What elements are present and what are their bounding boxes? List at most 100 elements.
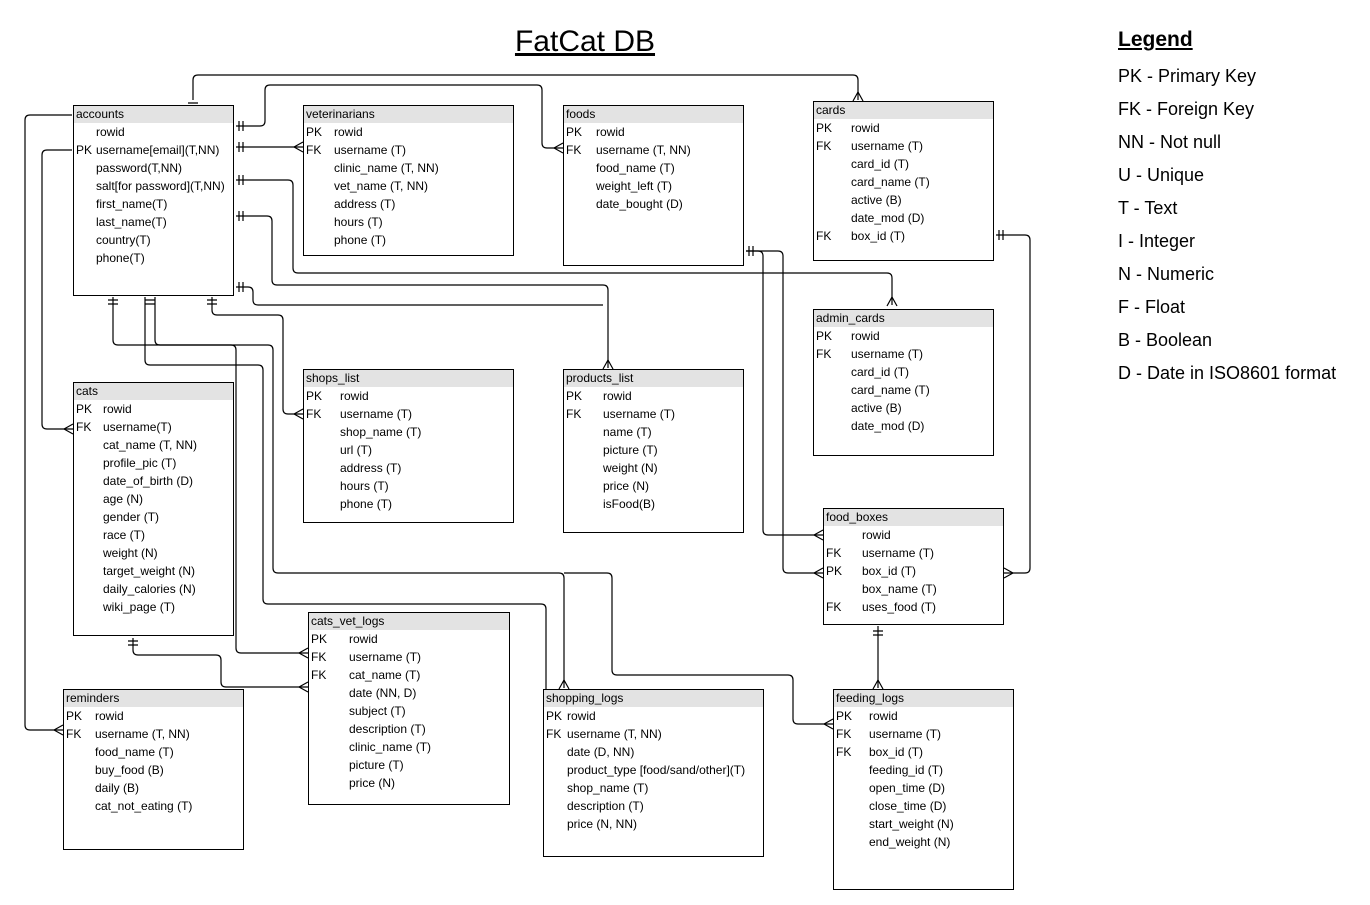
field-name: username (T) (851, 347, 924, 361)
field-name: rowid (862, 528, 891, 542)
key-marker: PK (546, 709, 563, 723)
field-name: box_id (T) (869, 745, 924, 759)
table-row: subject (T) (309, 702, 509, 720)
table-row: clinic_name (T) (309, 738, 509, 756)
legend-item: FK - Foreign Key (1118, 99, 1255, 119)
relationship-line (192, 74, 859, 100)
field-name: price (N) (349, 776, 396, 790)
field-name: clinic_name (T, NN) (334, 161, 439, 175)
key-marker: FK (306, 143, 322, 157)
many-cardinality-marker (872, 679, 884, 690)
field-name: last_name(T) (96, 215, 167, 229)
table-name: feeding_logs (834, 690, 1013, 707)
field-name: daily_calories (N) (103, 582, 196, 596)
field-name: open_time (D) (869, 781, 946, 795)
field-name: cat_not_eating (T) (95, 799, 193, 813)
table-row: buy_food (B) (64, 761, 243, 779)
table-row: weight (N) (564, 459, 743, 477)
field-name: phone (T) (334, 233, 387, 247)
table-name: products_list (564, 370, 743, 387)
field-name: box_id (T) (851, 229, 906, 243)
table-row: phone (T) (304, 495, 513, 513)
table-row: phone(T) (74, 249, 233, 267)
field-name: picture (T) (349, 758, 404, 772)
many-cardinality-marker (813, 529, 824, 541)
relationship-line (746, 250, 823, 574)
many-cardinality-marker (823, 718, 834, 730)
table-row: target_weight (N) (74, 562, 233, 580)
table-row: shop_name (T) (304, 423, 513, 441)
field-name: weight (N) (103, 546, 158, 560)
field-name: wiki_page (T) (103, 600, 176, 614)
relationship-line (746, 250, 823, 536)
field-name: card_id (T) (851, 365, 910, 379)
one-cardinality-marker (238, 282, 244, 292)
table-name: cards (814, 102, 993, 119)
one-cardinality-marker (998, 230, 1004, 240)
table-row: date (NN, D) (309, 684, 509, 702)
key-marker: PK (76, 143, 93, 157)
field-name: cat_name (T) (349, 668, 421, 682)
field-name: product_type [food/sand/other](T) (567, 763, 746, 777)
key-marker: PK (66, 709, 83, 723)
relationship-line (144, 297, 547, 690)
legend-item: D - Date in ISO8601 format (1118, 363, 1337, 383)
field-name: rowid (603, 389, 632, 403)
table-row: date_mod (D) (814, 209, 993, 227)
table-row: open_time (D) (834, 779, 1013, 797)
field-name: username (T) (349, 650, 422, 664)
legend-item: I - Integer (1118, 231, 1196, 251)
many-cardinality-marker (1003, 567, 1014, 579)
field-name: feeding_id (T) (869, 763, 944, 777)
field-name: name (T) (603, 425, 652, 439)
field-name: date_mod (D) (851, 419, 925, 433)
table-row: date_bought (D) (564, 195, 743, 213)
table-row: picture (T) (309, 756, 509, 774)
relationship-line (236, 179, 893, 305)
key-marker: FK (76, 420, 92, 434)
field-name: hours (T) (334, 215, 383, 229)
table-row: feeding_id (T) (834, 761, 1013, 779)
field-name: date_mod (D) (851, 211, 925, 225)
table-row: last_name(T) (74, 213, 233, 231)
table-row: price (N) (564, 477, 743, 495)
field-name: isFood(B) (603, 497, 656, 511)
key-marker: PK (306, 125, 323, 139)
field-name: url (T) (340, 443, 372, 457)
table-row: profile_pic (T) (74, 454, 233, 472)
table-row: wiki_page (T) (74, 598, 233, 616)
table-row: card_name (T) (814, 381, 993, 399)
key-marker: PK (566, 125, 583, 139)
table-row: vet_name (T, NN) (304, 177, 513, 195)
field-name: password(T,NN) (96, 161, 183, 175)
field-name: weight (N) (603, 461, 658, 475)
relationship-line (154, 297, 565, 688)
table-row: rowid (824, 526, 1003, 544)
field-name: username (T, NN) (596, 143, 691, 157)
field-name: rowid (334, 125, 363, 139)
one-cardinality-marker (238, 175, 244, 185)
table-name: veterinarians (304, 106, 513, 123)
table-name: accounts (74, 106, 233, 123)
field-name: card_name (T) (851, 175, 930, 189)
many-cardinality-marker (293, 141, 304, 153)
field-name: rowid (596, 125, 625, 139)
field-name: clinic_name (T) (349, 740, 432, 754)
table-row: date_of_birth (D) (74, 472, 233, 490)
legend-item: NN - Not null (1118, 132, 1222, 152)
table-row: url (T) (304, 441, 513, 459)
table-row: address (T) (304, 195, 513, 213)
table-row: price (N) (309, 774, 509, 792)
